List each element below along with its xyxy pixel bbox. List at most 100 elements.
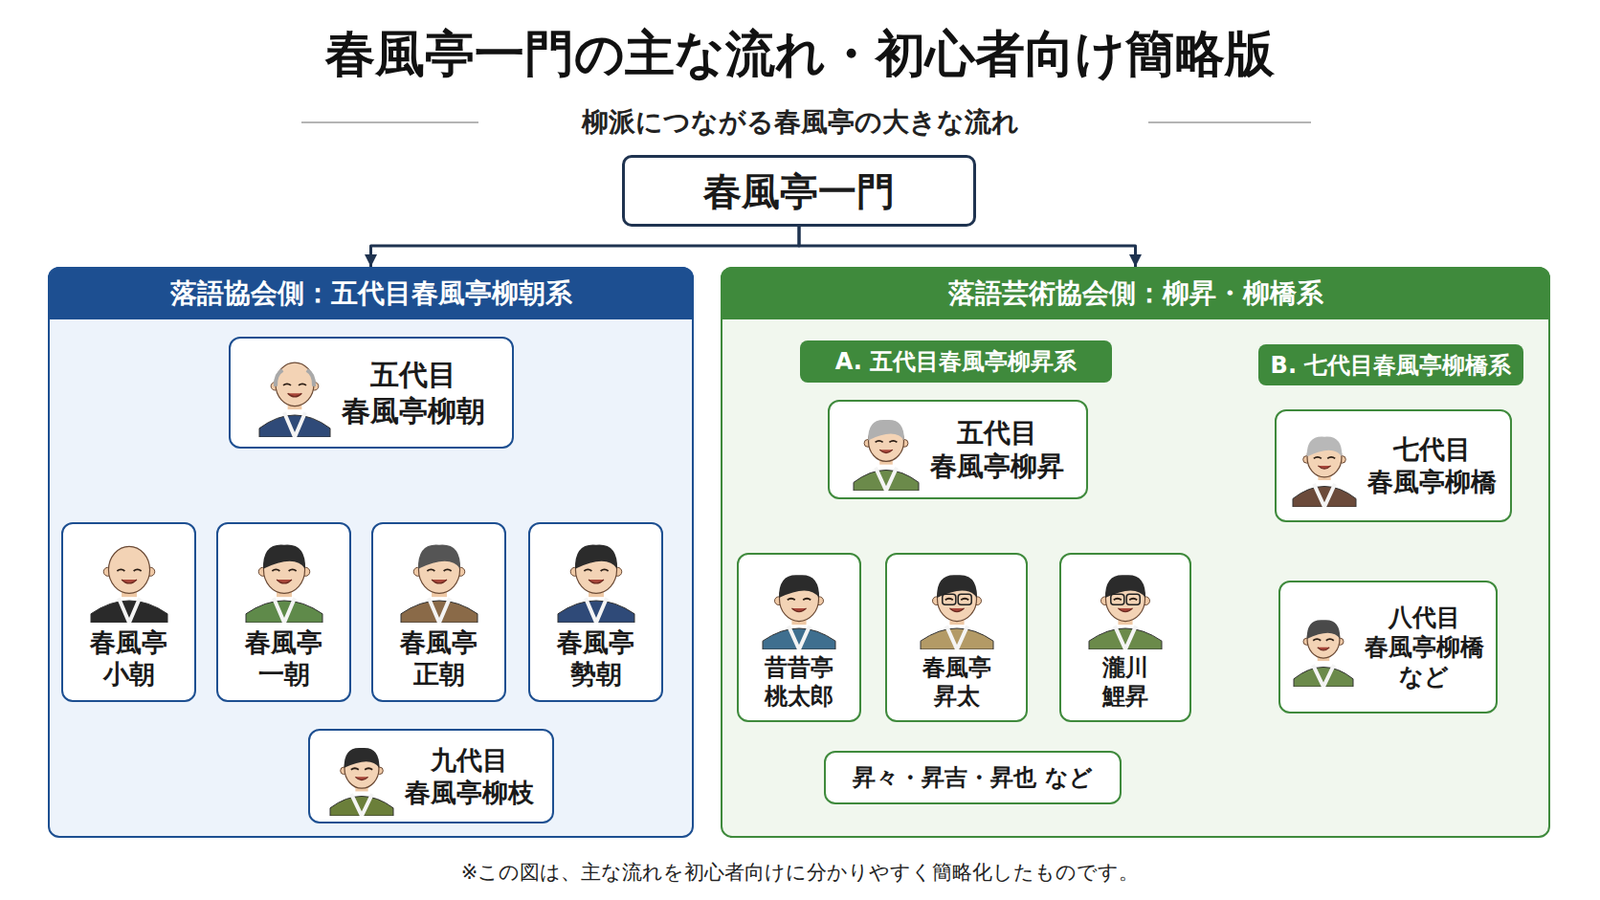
panel-header: 落語芸術協会側：柳昇・柳橋系 — [720, 266, 1551, 320]
eye — [583, 569, 592, 572]
eye — [271, 569, 280, 572]
rule-line — [1148, 121, 1312, 124]
name-column: 八代目 春風亭柳橋 など — [1364, 602, 1485, 693]
node-text: 八代目 春風亭柳橋 など — [1364, 602, 1485, 693]
name-column: 春風亭 小朝 — [89, 626, 168, 692]
portrait-icon — [1290, 424, 1358, 508]
eye — [600, 569, 608, 572]
portrait-icon — [918, 565, 996, 650]
node-text: B. 七代目春風亭柳橋系 — [1270, 351, 1512, 380]
portrait-icon — [257, 349, 333, 438]
group-panel: 落語芸術協会側：柳昇・柳橋系A. 五代目春風亭柳昇系五代目 春風亭柳昇昔昔亭 桃… — [720, 266, 1551, 839]
eye — [1327, 457, 1335, 460]
group-panel: 落語協会側：五代目春風亭柳朝系五代目 春風亭柳朝春風亭 小朝春風亭 一朝春風亭 … — [47, 266, 694, 839]
node-text: 九代目 春風亭柳枝 — [404, 744, 534, 810]
smile — [1317, 466, 1331, 469]
hair — [574, 544, 617, 569]
diagram-title: 春風亭一門の主な流れ・初心者向け簡略版 — [0, 21, 1600, 89]
person-box: 春風亭 昇太 — [885, 553, 1028, 723]
collar — [273, 598, 295, 623]
eye — [288, 569, 296, 572]
smile — [949, 608, 964, 613]
portrait-icon — [1291, 608, 1356, 688]
node-text: 春風亭 昇太 — [922, 653, 992, 712]
person-box: 春風亭 一朝 — [216, 522, 352, 703]
name-column: 五代目 春風亭柳朝 — [341, 356, 486, 429]
smile — [879, 449, 893, 453]
hair — [867, 420, 905, 442]
eye — [283, 383, 291, 386]
eye — [944, 599, 953, 601]
person-box: 五代目 春風亭柳朝 — [228, 336, 514, 449]
eye — [443, 569, 451, 572]
smile — [121, 579, 137, 584]
collar — [1312, 665, 1334, 688]
hair — [1306, 620, 1340, 640]
smile — [791, 608, 806, 613]
node-text: 五代目 春風亭柳朝 — [341, 356, 486, 429]
hair — [417, 544, 460, 569]
root-box: 春風亭一門 — [622, 155, 977, 227]
glasses — [1111, 594, 1125, 605]
hair — [307, 370, 314, 387]
node-text: 昇々・昇吉・昇也 など — [852, 763, 1092, 793]
name-column: 七代目 春風亭柳橋 — [1367, 433, 1497, 499]
portrait-icon — [555, 534, 637, 623]
eye — [116, 569, 125, 572]
eye — [426, 569, 435, 572]
eye — [888, 441, 897, 444]
hair — [778, 575, 820, 599]
eye — [1312, 457, 1321, 460]
eye — [875, 441, 884, 444]
smile — [288, 393, 303, 398]
eye — [960, 599, 969, 601]
portrait-icon — [328, 737, 396, 817]
collar — [788, 625, 810, 650]
person-box: 九代目 春風亭柳枝 — [308, 729, 555, 824]
node-text: 瀧川 鯉昇 — [1102, 653, 1149, 712]
collar — [284, 412, 306, 438]
rule-line — [301, 121, 479, 124]
collar — [875, 467, 897, 491]
eye — [364, 768, 373, 771]
node-text: 七代目 春風亭柳橋 — [1367, 433, 1497, 499]
eye — [351, 768, 359, 771]
node-text: 春風亭 小朝 — [89, 626, 168, 692]
name-column: 春風亭 昇太 — [922, 653, 992, 712]
eye — [1113, 599, 1122, 601]
smile — [1316, 646, 1329, 650]
person-box: 八代目 春風亭柳橋 など — [1278, 580, 1498, 714]
subtitle-label: 柳派につながる春風亭の大きな流れ — [572, 104, 1029, 141]
tree-connector — [799, 226, 1136, 267]
smile — [1117, 608, 1133, 613]
face — [275, 362, 314, 406]
collar — [118, 598, 140, 623]
portrait-icon — [760, 565, 838, 650]
collar — [585, 598, 607, 623]
collar — [1114, 625, 1136, 650]
name-column: 九代目 春風亭柳枝 — [404, 744, 534, 810]
smile — [588, 579, 604, 584]
node-text: 五代目 春風亭柳昇 — [930, 416, 1065, 484]
portrait-icon — [244, 534, 325, 623]
tree-connector — [371, 226, 800, 267]
person-box: 五代目 春風亭柳昇 — [827, 400, 1089, 500]
node-text: 落語協会側：五代目春風亭柳朝系 — [170, 276, 573, 311]
portrait-icon — [88, 534, 170, 623]
name-box: 昇々・昇吉・昇也 など — [823, 751, 1122, 805]
hair — [344, 747, 380, 768]
name-column: 瀧川 鯉昇 — [1102, 653, 1149, 712]
eye — [1312, 639, 1321, 642]
hair — [262, 544, 305, 569]
collar — [428, 598, 450, 623]
eye — [1325, 639, 1334, 642]
panel-header: 落語協会側：五代目春風亭柳朝系 — [47, 266, 694, 320]
eye — [787, 599, 796, 601]
name-column: 春風亭 正朝 — [400, 626, 478, 692]
subgroup-band: B. 七代目春風亭柳橋系 — [1258, 344, 1524, 386]
glasses — [957, 594, 972, 605]
person-box: 春風亭 正朝 — [371, 522, 507, 703]
collar — [946, 625, 968, 650]
collar — [351, 794, 373, 817]
face — [108, 546, 150, 594]
